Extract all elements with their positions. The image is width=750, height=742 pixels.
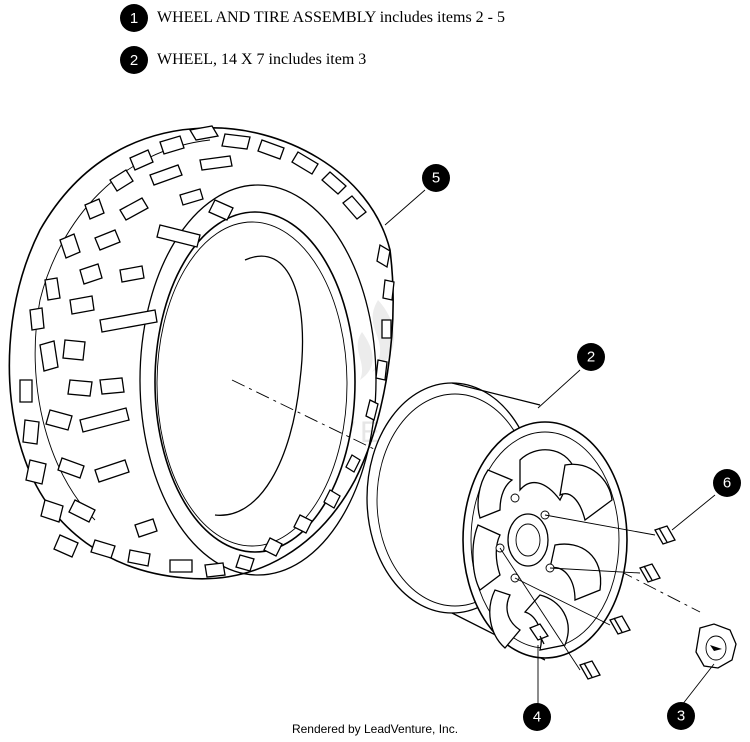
note-wheel-and-tire-assembly: 1 WHEEL AND TIRE ASSEMBLY includes items… [120, 4, 505, 32]
footer-credit: Rendered by LeadVenture, Inc. [291, 722, 459, 736]
lug-nut-axis-lines [499, 514, 656, 671]
svg-text:2: 2 [587, 349, 595, 366]
svg-text:6: 6 [723, 475, 731, 492]
callout-center-cap[interactable]: 3 [667, 702, 695, 730]
lug-nut[interactable] [579, 660, 601, 680]
callout-lug-nut[interactable]: 6 [713, 469, 741, 497]
callout-valve-stem[interactable]: 4 [523, 703, 551, 731]
valve-stem[interactable] [529, 623, 549, 645]
wheel-spokes [472, 449, 613, 651]
svg-text:5: 5 [432, 170, 440, 187]
tire[interactable] [8, 125, 395, 580]
tire-tread-lugs [19, 125, 395, 578]
center-cap[interactable] [695, 623, 737, 669]
wheel[interactable] [366, 382, 628, 661]
callout-wheel[interactable]: 2 [577, 343, 605, 371]
lug-nut[interactable] [609, 615, 631, 635]
lug-nut[interactable] [639, 563, 661, 583]
callout-tire[interactable]: 5 [422, 164, 450, 192]
lug-nuts[interactable] [579, 525, 676, 680]
note-number-badge: 1 [120, 4, 148, 32]
leader-lines [384, 189, 716, 706]
svg-text:4: 4 [533, 709, 541, 726]
svg-text:3: 3 [677, 708, 685, 725]
note-wheel: 2 WHEEL, 14 X 7 includes item 3 [120, 46, 366, 74]
note-number-badge: 2 [120, 46, 148, 74]
note-text: WHEEL, 14 X 7 includes item 3 [157, 51, 367, 68]
lug-nut[interactable] [654, 525, 676, 545]
note-text: WHEEL AND TIRE ASSEMBLY includes items 2… [157, 9, 506, 26]
